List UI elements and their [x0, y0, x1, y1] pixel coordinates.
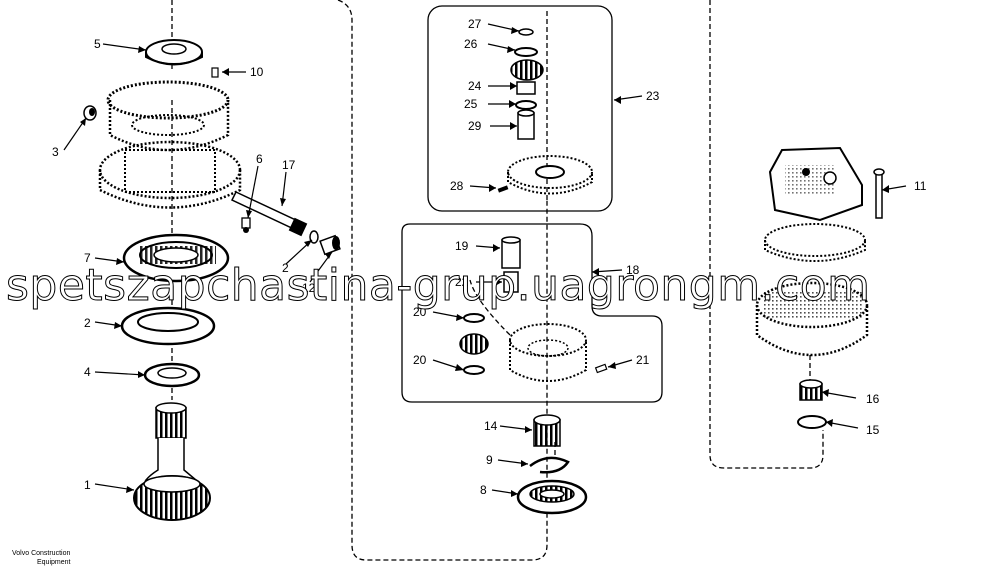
callout-5: 5: [94, 37, 101, 51]
ring-gear-housing: [98, 80, 242, 209]
callout-21: 21: [636, 353, 650, 367]
part-3-pin: [83, 105, 97, 121]
caption-line-2: Equipment: [37, 559, 71, 566]
callout-25: 25: [464, 97, 478, 111]
callout-10: 10: [250, 65, 264, 79]
callout-4: 4: [84, 365, 91, 379]
callout-17: 17: [282, 158, 296, 172]
part-7-bearing: [122, 233, 230, 283]
group-23-parts: [497, 28, 593, 195]
part-5-ring: [145, 39, 203, 66]
part-9-snap-ring: [529, 456, 570, 474]
callout-26: 26: [464, 37, 478, 51]
callout-6: 6: [256, 152, 263, 166]
callout-2-upper: 2: [282, 261, 289, 275]
part-6-fitting: [241, 217, 251, 233]
callout-9: 9: [486, 453, 493, 467]
caption-line-1: Volvo Construction: [12, 550, 70, 557]
callout-1: 1: [84, 478, 91, 492]
callout-27: 27: [468, 17, 482, 31]
part-16-bushing: [799, 379, 823, 401]
group-box-23: [427, 5, 613, 212]
callout-24: 24: [468, 79, 482, 93]
part-1-pinion-shaft: [133, 402, 211, 521]
group-18-parts: [459, 236, 608, 382]
watermark-text: spetszapchastina-grup.uagrongm.com: [6, 260, 871, 311]
leader-arrowheads: [80, 27, 889, 497]
callout-14: 14: [484, 419, 498, 433]
part-12-sleeve: [309, 230, 341, 256]
callout-22: 22: [455, 275, 469, 289]
callout-labels: 5 10 3 6 17 7 2 12 2 4 1 27 26 24 25 29 …: [52, 17, 927, 497]
part-17-shaft: [230, 191, 308, 237]
callout-28: 28: [450, 179, 464, 193]
callout-8: 8: [480, 483, 487, 497]
part-10-pin: [211, 67, 219, 78]
part-8-bearing: [516, 479, 588, 515]
group-box-18: [401, 223, 663, 403]
part-2-washer: [120, 306, 216, 346]
swing-motor-assembly: [755, 146, 885, 357]
callout-23: 23: [646, 89, 660, 103]
callout-18: 18: [626, 263, 640, 277]
callout-20-upper: 20: [413, 305, 427, 319]
callout-12: 12: [302, 281, 316, 295]
callout-15: 15: [866, 423, 880, 437]
callout-29: 29: [468, 119, 482, 133]
part-14-sun-gear: [533, 414, 561, 447]
callout-20-lower: 20: [413, 353, 427, 367]
callout-19: 19: [455, 239, 469, 253]
callout-16: 16: [866, 392, 880, 406]
callout-7: 7: [84, 251, 91, 265]
callout-2-lower: 2: [84, 316, 91, 330]
callout-11: 11: [914, 179, 927, 193]
callout-3: 3: [52, 145, 59, 159]
part-4-washer: [143, 362, 201, 388]
part-15-washer: [797, 415, 827, 429]
